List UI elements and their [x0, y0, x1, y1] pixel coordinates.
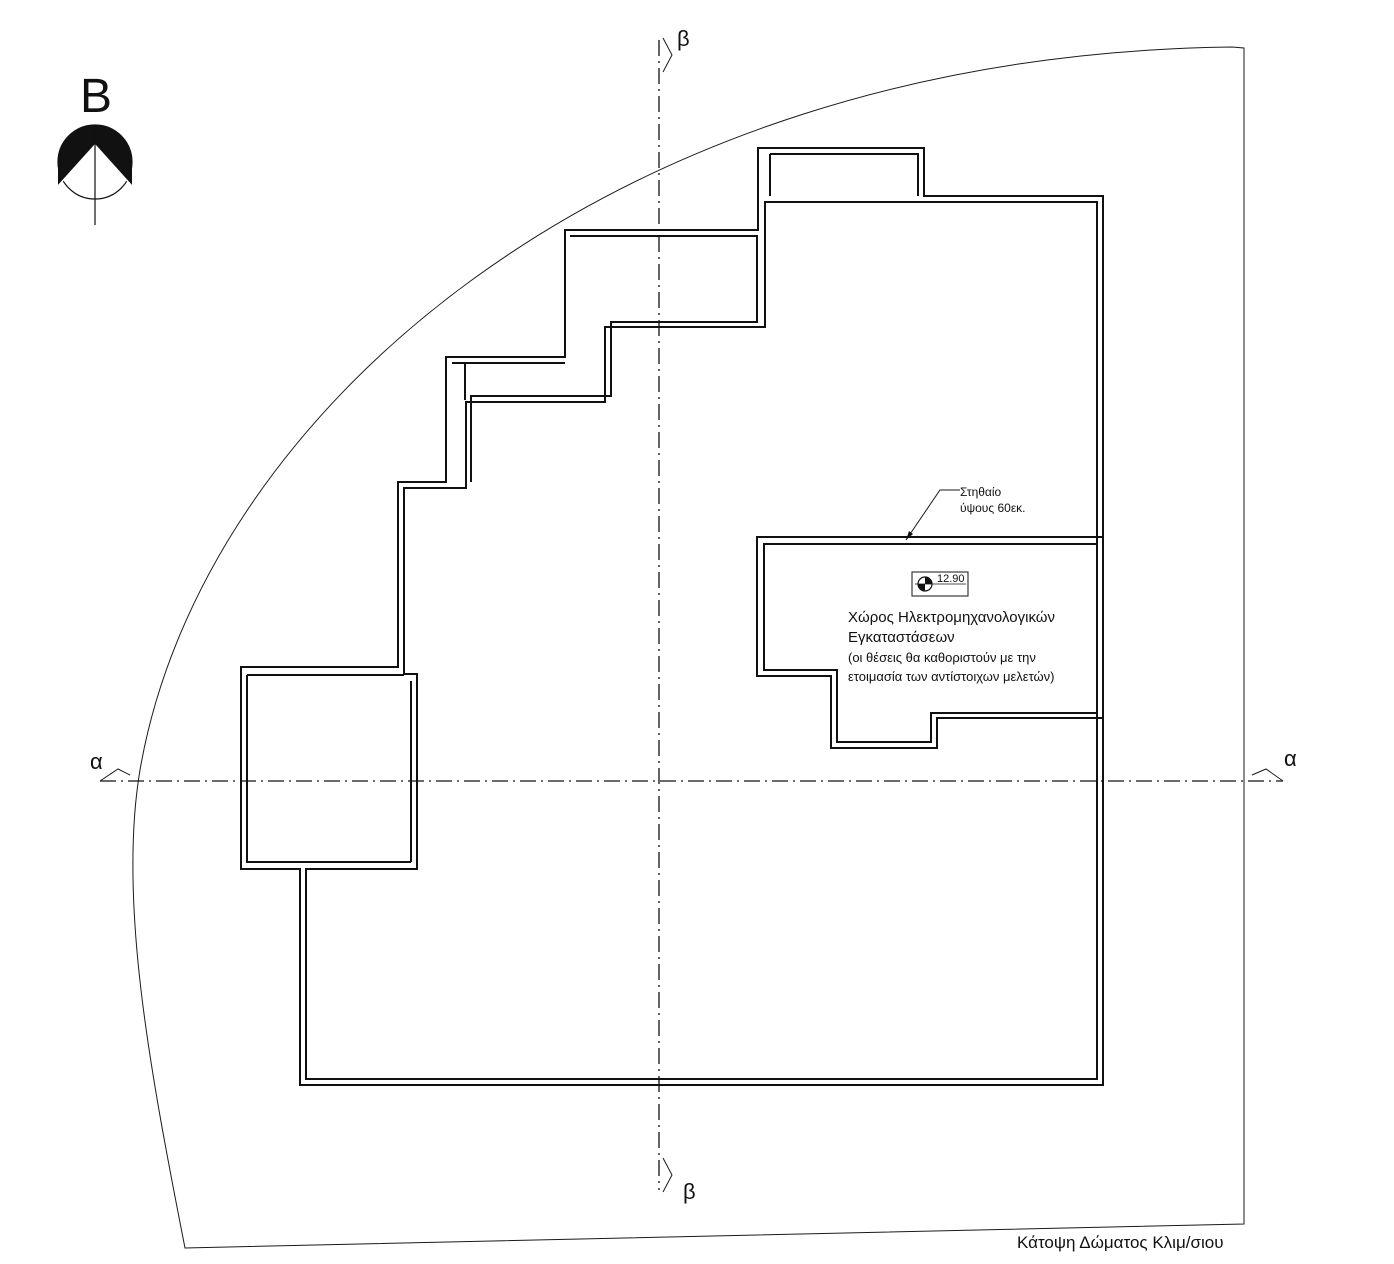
north-arrow-letter: B	[80, 70, 112, 123]
section-arrow-beta-top	[662, 37, 673, 73]
stair-lines	[246, 153, 919, 863]
section-arrow-alpha-left	[99, 768, 131, 782]
mep-area-outer	[756, 536, 1104, 749]
parapet-note-line2: ύψους 60εκ.	[960, 501, 1026, 515]
roof-outline-outer	[240, 147, 1104, 1086]
level-marker: 12.90	[911, 571, 969, 597]
section-label-alpha-left: α	[90, 749, 103, 774]
section-arrow-beta-bottom	[662, 1157, 673, 1193]
section-label-beta-bottom: β	[683, 1179, 696, 1204]
site-boundary	[132, 46, 1245, 1249]
section-label-alpha-right: α	[1284, 746, 1297, 771]
level-value: 12.90	[937, 573, 965, 585]
north-arrow: B	[57, 70, 133, 225]
section-arrow-alpha-right	[1251, 768, 1284, 782]
parapet-note-leader	[905, 489, 960, 541]
drawing-title: Κάτοψη Δώματος Κλιμ/σιου	[1017, 1233, 1224, 1252]
mep-area-inner	[763, 543, 1098, 743]
section-label-beta-top: β	[677, 26, 690, 51]
mep-note-line2: ετοιμασία των αντίστοιχων μελετών)	[848, 669, 1055, 684]
parapet-note-line1: Στηθαίο	[960, 485, 1002, 499]
mep-title-line2: Εγκαταστάσεων	[848, 629, 955, 646]
roof-outline-inner	[305, 201, 1098, 1080]
mep-note-line1: (οι θέσεις θα καθοριστούν με την	[848, 650, 1036, 665]
mep-title-line1: Χώρος Ηλεκτρομηχανολογικών	[848, 609, 1055, 626]
